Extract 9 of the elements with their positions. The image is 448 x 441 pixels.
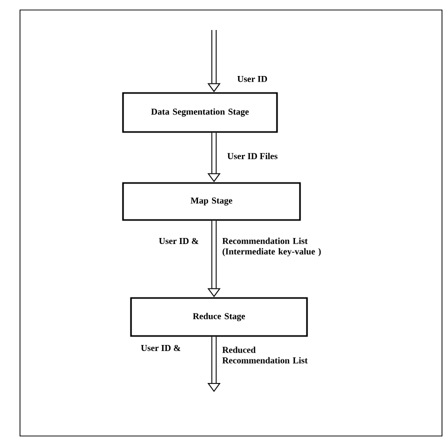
stage-box: Data Segmentation Stage — [122, 92, 278, 133]
stage-box: Reduce Stage — [130, 297, 308, 337]
edge-label: User ID & — [159, 238, 198, 244]
note-text: Reduced Recommendation List — [222, 346, 308, 364]
note-text: Recommendation List (Intermediate key-value ) — [222, 238, 321, 256]
stage-box: Map Stage — [122, 182, 301, 221]
edge-label: User ID — [237, 76, 267, 82]
edge-label: User ID & — [141, 344, 180, 352]
edge-label: User ID Files — [227, 152, 278, 160]
